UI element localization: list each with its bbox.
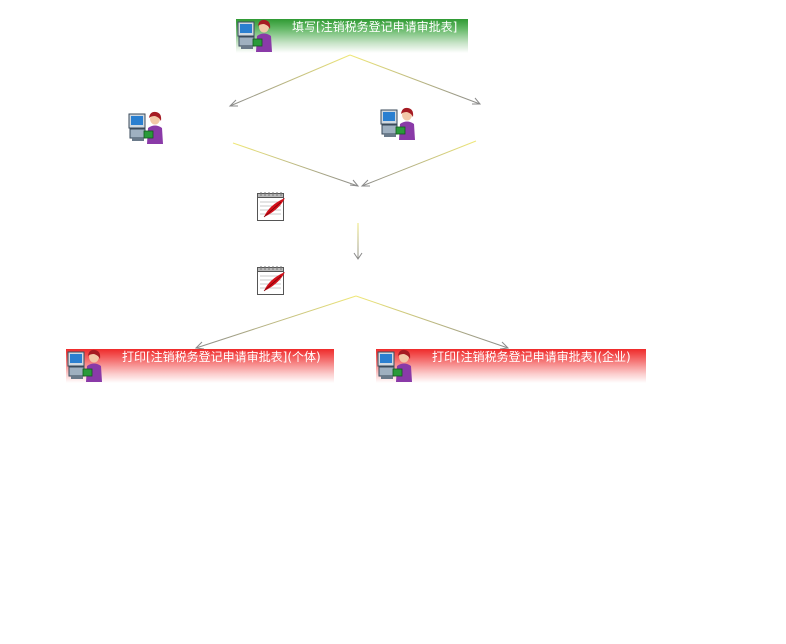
node-review-left[interactable] — [128, 111, 164, 145]
node-print-enterprise-label: 打印[注销税务登记申请审批表](企业) — [432, 350, 631, 364]
person-at-computer-icon — [128, 111, 163, 144]
edge-review-right-to-merge — [360, 140, 477, 187]
node-print-individual-label: 打印[注销税务登记申请审批表](个体) — [122, 350, 321, 364]
node-print-individual[interactable]: 打印[注销税务登记申请审批表](个体) — [66, 349, 334, 383]
notepad-quill-icon[interactable] — [255, 264, 287, 296]
person-at-computer-icon — [237, 19, 272, 52]
person-at-computer-icon — [67, 349, 102, 382]
node-review-right[interactable] — [380, 107, 416, 141]
edge-fill-to-review-left — [228, 54, 351, 107]
edge-approve-to-print-enterprise — [355, 295, 510, 350]
edge-approve-to-approve — [353, 223, 363, 260]
edge-approve-to-print-individual — [194, 295, 357, 350]
node-fill-form-label: 填写[注销税务登记申请审批表] — [292, 20, 458, 34]
node-fill-form[interactable]: 填写[注销税务登记申请审批表] — [236, 19, 468, 53]
node-print-enterprise[interactable]: 打印[注销税务登记申请审批表](企业) — [376, 349, 646, 383]
notepad-quill-icon[interactable] — [255, 190, 287, 222]
person-at-computer-icon — [377, 349, 412, 382]
person-at-computer-icon — [380, 107, 415, 140]
edge-fill-to-review-right — [349, 54, 482, 105]
edge-review-left-to-merge — [232, 142, 360, 187]
